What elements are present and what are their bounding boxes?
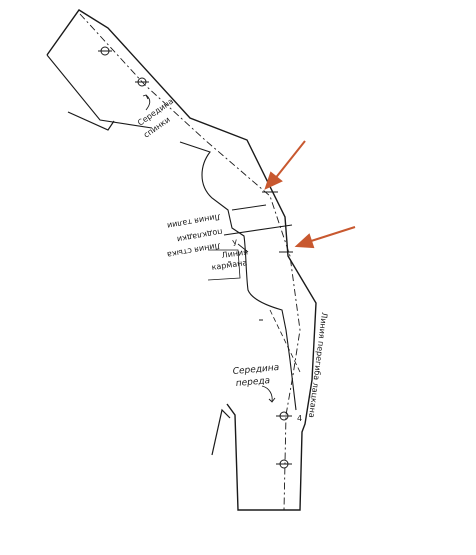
front-label-pointer-head <box>268 397 276 403</box>
upper-fold-line <box>46 54 153 129</box>
back-label-pointer-head <box>142 94 149 100</box>
front-label-pointer <box>261 385 273 403</box>
inner-contour <box>179 141 297 411</box>
lapel-fold-line <box>269 309 301 373</box>
zigzag-mark-bottom <box>211 408 231 456</box>
waist-line-label: Линия талии <box>166 212 221 230</box>
back-label-pointer <box>145 94 151 111</box>
lining-line-label: подкладки <box>176 227 223 244</box>
lining-cross-line <box>231 204 267 211</box>
waist-cross-line <box>223 224 293 236</box>
mark-y-label: У <box>232 238 238 248</box>
pocket-label-line2: кармана <box>211 258 248 272</box>
center-dashed-line <box>79 13 301 511</box>
pocket-label-line1: Линия <box>221 247 249 260</box>
center-front-line2: переда <box>235 376 270 389</box>
pocket-pointer <box>237 243 249 253</box>
pattern-outline <box>46 9 317 511</box>
zigzag-mark-top <box>67 111 115 131</box>
button-marks <box>98 46 292 469</box>
tick-marks <box>228 191 293 321</box>
edge-line-label: Линия стыка <box>166 241 221 259</box>
orange-arrow-lower <box>294 226 356 249</box>
center-front-line1: Середина <box>232 363 279 377</box>
pocket-label-box <box>207 249 241 281</box>
orange-arrow-upper <box>264 140 306 190</box>
mark-4-label: 4 <box>297 414 302 423</box>
lapel-line-label: Линия перегиба лацкана <box>307 312 329 419</box>
